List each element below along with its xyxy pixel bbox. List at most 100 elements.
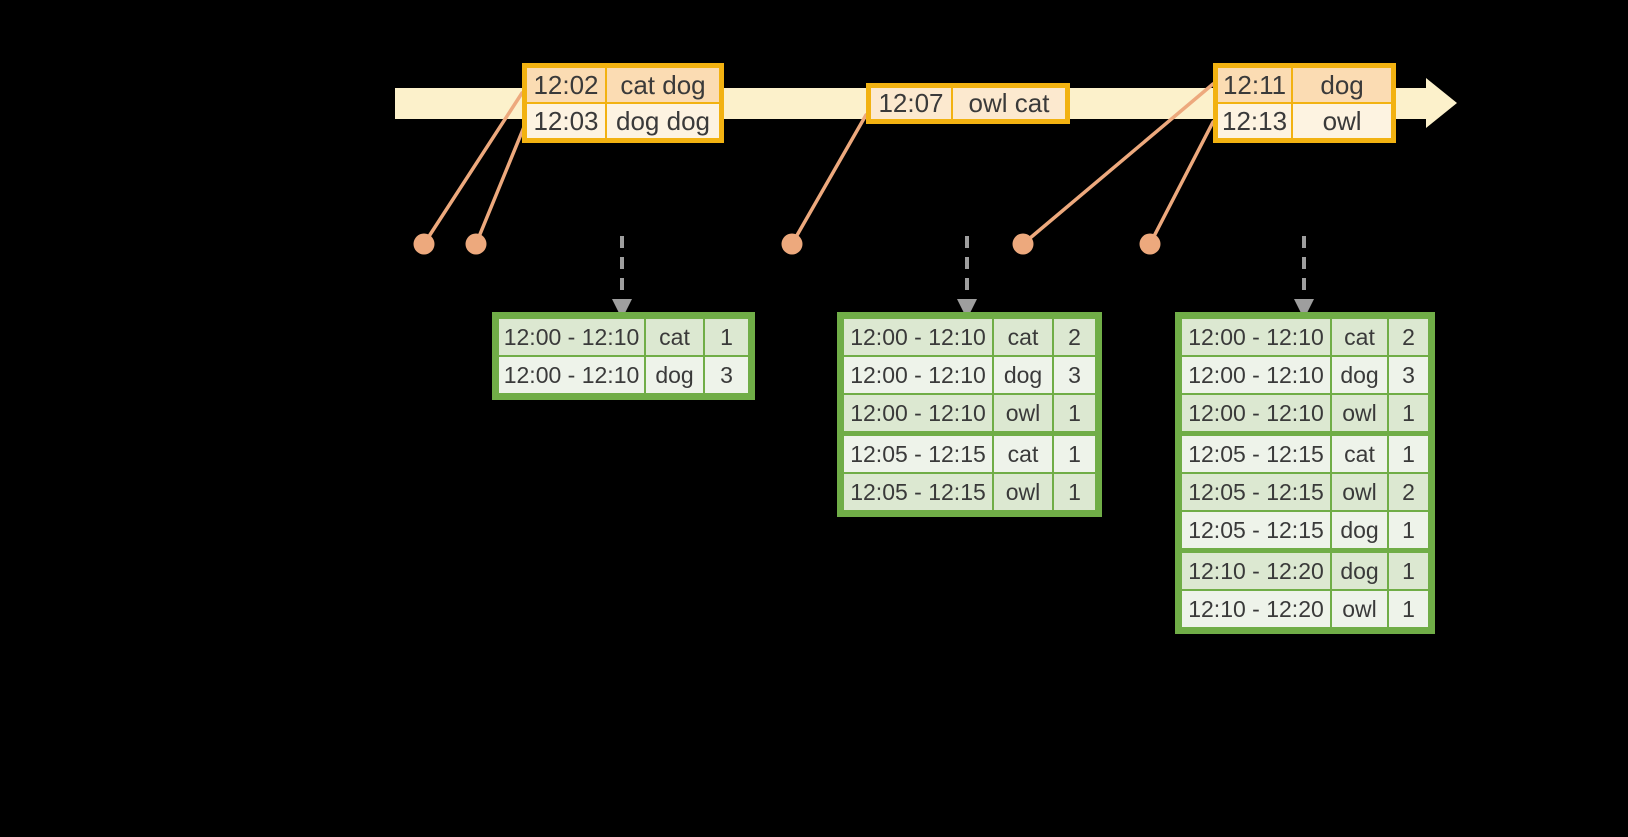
result-count: 2 [1389, 474, 1428, 510]
event-connector-line [1148, 120, 1215, 246]
result-key: cat [994, 319, 1052, 355]
result-window: 12:05 - 12:15 [844, 436, 992, 472]
result-row: 12:00 - 12:10 dog 3 [1182, 357, 1428, 393]
event-words: dog dog [607, 104, 719, 138]
event-words: cat dog [607, 68, 719, 102]
event-dot [413, 233, 435, 255]
result-count: 1 [1389, 553, 1428, 589]
result-window: 12:00 - 12:10 [499, 319, 644, 355]
result-row: 12:05 - 12:15 owl 1 [844, 474, 1095, 510]
emit-arrow [612, 236, 632, 319]
event-words: owl cat [953, 88, 1065, 119]
result-row: 12:00 - 12:10 dog 3 [499, 357, 748, 393]
event-connector-line [422, 91, 524, 246]
event-time: 12:02 [527, 68, 605, 102]
result-row: 12:05 - 12:15 owl 2 [1182, 474, 1428, 510]
result-row: 12:05 - 12:15 dog 1 [1182, 512, 1428, 548]
event-time: 12:03 [527, 104, 605, 138]
event-table-1: 12:02 cat dog 12:03 dog dog [522, 63, 724, 143]
event-dot [465, 233, 487, 255]
result-key: dog [1332, 357, 1387, 393]
result-row: 12:00 - 12:10 owl 1 [844, 395, 1095, 431]
result-count: 1 [1054, 474, 1095, 510]
result-key: cat [1332, 319, 1387, 355]
result-window: 12:00 - 12:10 [844, 357, 992, 393]
result-count: 3 [705, 357, 748, 393]
timeline-arrowhead-icon [1426, 78, 1457, 128]
result-count: 1 [1389, 395, 1428, 431]
event-words: owl [1293, 104, 1392, 138]
event-table-2: 12:07 owl cat [866, 83, 1070, 124]
result-window: 12:05 - 12:15 [1182, 512, 1330, 548]
result-window: 12:05 - 12:15 [1182, 474, 1330, 510]
event-words: dog [1293, 68, 1392, 102]
result-key: dog [1332, 512, 1387, 548]
result-window: 12:00 - 12:10 [844, 395, 992, 431]
result-key: owl [1332, 395, 1387, 431]
event-connector-line [790, 113, 868, 246]
event-dot [781, 233, 803, 255]
event-row: 12:11 dog [1218, 68, 1392, 102]
result-count: 2 [1054, 319, 1095, 355]
event-row: 12:13 owl [1218, 104, 1392, 138]
result-key: cat [646, 319, 703, 355]
result-window: 12:10 - 12:20 [1182, 553, 1330, 589]
event-row: 12:02 cat dog [527, 68, 719, 102]
event-connector-line [1021, 82, 1215, 246]
window-group-separator [1182, 550, 1428, 551]
emit-arrowhead-icon [1294, 299, 1314, 319]
result-window: 12:10 - 12:20 [1182, 591, 1330, 627]
emit-arrowhead-icon [957, 299, 977, 319]
result-row: 12:05 - 12:15 cat 1 [844, 436, 1095, 472]
result-key: owl [1332, 474, 1387, 510]
result-row: 12:10 - 12:20 dog 1 [1182, 553, 1428, 589]
event-time: 12:11 [1218, 68, 1292, 102]
result-window: 12:05 - 12:15 [844, 474, 992, 510]
result-count: 3 [1054, 357, 1095, 393]
result-row: 12:00 - 12:10 cat 2 [844, 319, 1095, 355]
result-key: dog [1332, 553, 1387, 589]
event-row: 12:07 owl cat [871, 88, 1065, 119]
emit-arrow [1294, 236, 1314, 319]
result-window: 12:00 - 12:10 [1182, 395, 1330, 431]
result-window: 12:00 - 12:10 [844, 319, 992, 355]
event-connector-line [474, 125, 526, 246]
emit-arrow [957, 236, 977, 319]
result-count: 3 [1389, 357, 1428, 393]
result-table-2: 12:00 - 12:10 cat 2 12:00 - 12:10 dog 3 … [837, 312, 1102, 517]
result-row: 12:00 - 12:10 cat 1 [499, 319, 748, 355]
result-key: owl [1332, 591, 1387, 627]
result-row: 12:05 - 12:15 cat 1 [1182, 436, 1428, 472]
result-row: 12:10 - 12:20 owl 1 [1182, 591, 1428, 627]
result-window: 12:00 - 12:10 [499, 357, 644, 393]
result-row: 12:00 - 12:10 owl 1 [1182, 395, 1428, 431]
result-key: dog [994, 357, 1052, 393]
result-window: 12:00 - 12:10 [1182, 357, 1330, 393]
result-key: dog [646, 357, 703, 393]
result-table-1: 12:00 - 12:10 cat 1 12:00 - 12:10 dog 3 [492, 312, 755, 400]
result-key: cat [1332, 436, 1387, 472]
result-count: 1 [1054, 436, 1095, 472]
emit-arrowhead-icon [612, 299, 632, 319]
result-row: 12:00 - 12:10 dog 3 [844, 357, 1095, 393]
event-dot [1012, 233, 1034, 255]
result-count: 2 [1389, 319, 1428, 355]
result-window: 12:05 - 12:15 [1182, 436, 1330, 472]
event-table-3: 12:11 dog 12:13 owl [1213, 63, 1397, 143]
event-dot [1139, 233, 1161, 255]
result-window: 12:00 - 12:10 [1182, 319, 1330, 355]
event-row: 12:03 dog dog [527, 104, 719, 138]
result-table-3: 12:00 - 12:10 cat 2 12:00 - 12:10 dog 3 … [1175, 312, 1435, 634]
result-count: 1 [1389, 436, 1428, 472]
event-time: 12:07 [871, 88, 951, 119]
window-group-separator [844, 433, 1095, 434]
result-count: 1 [1389, 512, 1428, 548]
result-key: owl [994, 395, 1052, 431]
result-count: 1 [1389, 591, 1428, 627]
result-key: owl [994, 474, 1052, 510]
result-key: cat [994, 436, 1052, 472]
event-time: 12:13 [1218, 104, 1292, 138]
window-group-separator [1182, 433, 1428, 434]
result-count: 1 [1054, 395, 1095, 431]
